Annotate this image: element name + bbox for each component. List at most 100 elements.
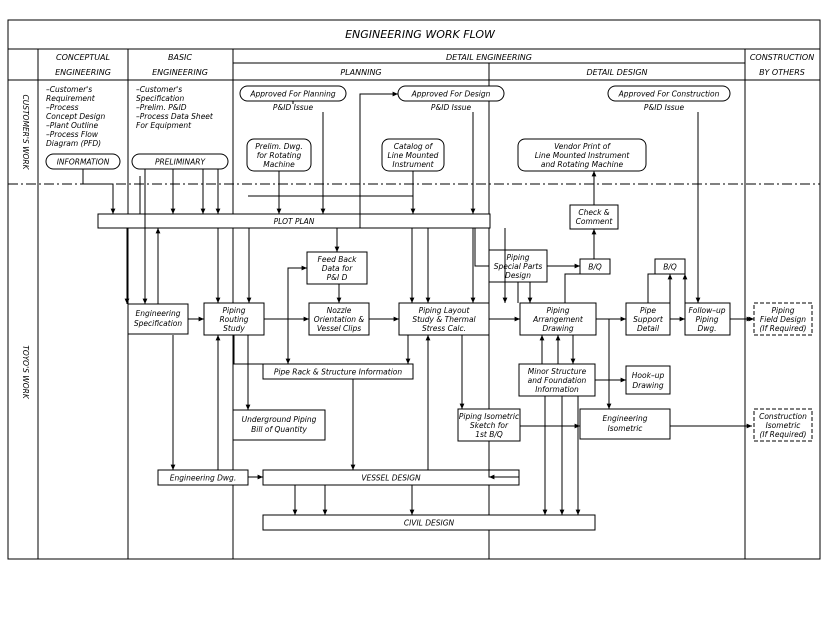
svg-text:Machine: Machine <box>263 160 295 169</box>
svg-text:Construction: Construction <box>759 412 807 421</box>
box-feed-back: Feed Back Data for P&I D <box>306 251 368 285</box>
svg-text:Bill of Quantity: Bill of Quantity <box>251 425 307 434</box>
box-vendor-print: Vendor Print of Line Mounted Instrument … <box>517 138 647 172</box>
svg-text:and Rotating Machine: and Rotating Machine <box>541 160 624 169</box>
svg-text:PLOT PLAN: PLOT PLAN <box>274 217 315 226</box>
basic-list: –Customer's Specification –Prelim. P&ID … <box>136 85 214 130</box>
svg-text:–Process Data Sheet: –Process Data Sheet <box>136 112 214 121</box>
svg-text:Prelim. Dwg.: Prelim. Dwg. <box>255 142 303 151</box>
outer-frame <box>7 19 821 560</box>
svg-text:B/Q: B/Q <box>588 263 602 272</box>
box-check-comment: Check & Comment <box>569 204 619 230</box>
box-vessel-design: VESSEL DESIGN <box>262 469 520 486</box>
svg-text:Pipe Rack & Structure Informat: Pipe Rack & Structure Information <box>274 368 402 377</box>
svg-text:Nozzle: Nozzle <box>327 306 352 315</box>
svg-text:Specification: Specification <box>136 94 185 103</box>
svg-text:Study: Study <box>223 324 245 333</box>
box-catalog: Catalog of Line Mounted Instrument <box>381 138 445 172</box>
svg-text:–Process Flow: –Process Flow <box>46 130 99 139</box>
svg-text:Detail: Detail <box>637 324 660 333</box>
svg-text:Support: Support <box>633 315 664 324</box>
svg-text:Piping: Piping <box>772 306 795 315</box>
svg-text:Check &: Check & <box>578 208 609 217</box>
svg-text:1st B/Q: 1st B/Q <box>475 430 503 439</box>
svg-text:Line Mounted: Line Mounted <box>388 151 439 160</box>
phase-detail-design: DETAIL DESIGN <box>586 68 647 77</box>
svg-text:Vessel Clips: Vessel Clips <box>317 324 361 333</box>
box-prelim-dwg: Prelim. Dwg. for Rotating Machine <box>246 138 312 172</box>
box-engineering-dwg: Engineering Dwg. <box>157 469 249 486</box>
pill-approved-for-planning: Approved For Planning <box>239 85 347 102</box>
svg-text:Stress Calc.: Stress Calc. <box>422 324 466 333</box>
box-plot-plan: PLOT PLAN <box>97 213 491 229</box>
svg-text:–Plant Outline: –Plant Outline <box>46 121 99 130</box>
svg-text:For Equipment: For Equipment <box>136 121 192 130</box>
connectors <box>82 91 754 515</box>
pid-issue-construction: P&ID Issue <box>644 103 685 112</box>
svg-text:–Process: –Process <box>46 103 79 112</box>
phase-detail-engineering: DETAIL ENGINEERING <box>446 53 532 62</box>
box-hook-up: Hook–up Drawing <box>625 365 671 395</box>
row-customer-work: CUSTOMER'S WORK <box>21 94 30 170</box>
svg-text:INFORMATION: INFORMATION <box>57 158 110 167</box>
box-piping-field-design: Piping Field Design (If Required) <box>753 302 813 336</box>
svg-text:Underground Piping: Underground Piping <box>242 415 317 424</box>
svg-text:Feed Back: Feed Back <box>318 255 358 264</box>
svg-text:Comment: Comment <box>576 217 614 226</box>
box-underground-piping: Underground Piping Bill of Quantity <box>232 409 326 441</box>
phase-basic-line1: BASIC <box>168 53 192 62</box>
box-bq-1: B/Q <box>579 258 611 275</box>
box-pipe-rack: Pipe Rack & Structure Information <box>262 363 414 380</box>
svg-text:(If Required): (If Required) <box>760 430 807 439</box>
svg-text:Data for: Data for <box>322 264 354 273</box>
conceptual-list: –Customer's Requirement –Process Concept… <box>46 85 106 148</box>
box-follow-up-piping: Follow–up Piping Dwg. <box>684 302 731 336</box>
box-construction-isometric: Construction Isometric (If Required) <box>753 408 813 442</box>
svg-text:Piping Layout: Piping Layout <box>419 306 471 315</box>
box-piping-layout-study: Piping Layout Study & Thermal Stress Cal… <box>398 302 490 336</box>
pid-issue-planning: P&ID Issue <box>273 103 314 112</box>
svg-text:Isometric: Isometric <box>608 424 644 433</box>
svg-text:Hook–up: Hook–up <box>632 371 665 380</box>
svg-text:Arrangement: Arrangement <box>532 315 584 324</box>
svg-text:Specification: Specification <box>134 319 183 328</box>
svg-text:Sketch for: Sketch for <box>470 421 509 430</box>
pill-information: INFORMATION <box>45 153 121 170</box>
phase-planning: PLANNING <box>340 68 381 77</box>
svg-text:Piping: Piping <box>696 315 719 324</box>
phase-conceptual-line1: CONCEPTUAL <box>56 53 110 62</box>
svg-text:–Customer's: –Customer's <box>46 85 92 94</box>
box-piping-arrangement: Piping Arrangement Drawing <box>519 302 597 336</box>
svg-text:P&I D: P&I D <box>327 273 348 282</box>
svg-text:Instrument: Instrument <box>392 160 434 169</box>
svg-text:Dwg.: Dwg. <box>697 324 716 333</box>
svg-text:Concept Design: Concept Design <box>46 112 106 121</box>
svg-text:(If Required): (If Required) <box>760 324 807 333</box>
svg-text:Requirement: Requirement <box>46 94 96 103</box>
phase-construction-line1: CONSTRUCTION <box>750 53 814 62</box>
box-piping-special-parts: Piping Special Parts Design <box>488 249 548 283</box>
svg-text:Piping: Piping <box>223 306 246 315</box>
svg-text:Vendor Print of: Vendor Print of <box>554 142 611 151</box>
svg-text:PRELIMINARY: PRELIMINARY <box>155 158 206 167</box>
box-bq-2: B/Q <box>654 258 686 275</box>
svg-text:Engineering: Engineering <box>603 414 648 423</box>
row-toyo-work: TOYO'S WORK <box>21 345 30 400</box>
pill-preliminary: PRELIMINARY <box>131 153 229 170</box>
svg-text:Isometric: Isometric <box>766 421 802 430</box>
svg-text:Follow–up: Follow–up <box>688 306 725 315</box>
svg-text:Piping Isometric: Piping Isometric <box>459 412 520 421</box>
box-engineering-specification: Engineering Specification <box>127 303 189 335</box>
svg-text:Information: Information <box>535 385 579 394</box>
svg-text:Piping: Piping <box>507 253 530 262</box>
phase-construction-line2: BY OTHERS <box>759 68 805 77</box>
svg-text:Minor Structure: Minor Structure <box>528 367 587 376</box>
svg-text:for Rotating: for Rotating <box>257 151 302 160</box>
pill-approved-for-design: Approved For Design <box>397 85 505 102</box>
svg-text:Approved For Planning: Approved For Planning <box>249 90 335 99</box>
svg-text:Piping: Piping <box>547 306 570 315</box>
svg-text:Engineering Dwg.: Engineering Dwg. <box>170 474 236 483</box>
box-piping-isometric-sketch: Piping Isometric Sketch for 1st B/Q <box>457 408 521 442</box>
box-engineering-isometric: Engineering Isometric <box>579 408 671 440</box>
